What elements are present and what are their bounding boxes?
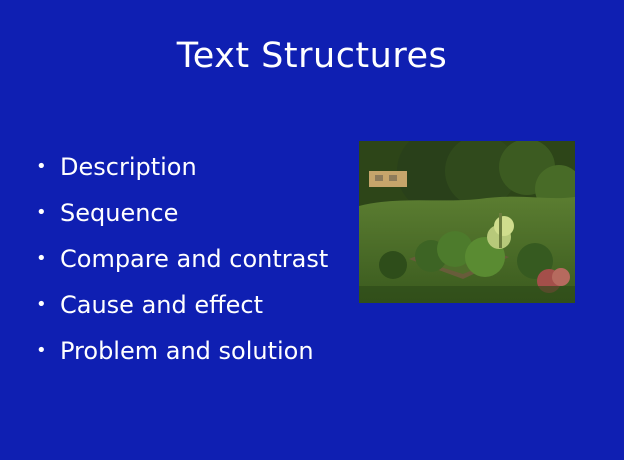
- bullet-item-cause-and-effect: • Cause and effect: [36, 282, 328, 328]
- bullet-label: Compare and contrast: [60, 245, 329, 273]
- bullet-label: Sequence: [60, 199, 179, 227]
- bullet-item-description: • Description: [36, 144, 328, 190]
- bullet-icon: •: [36, 156, 47, 177]
- slide-title: Text Structures: [176, 36, 448, 76]
- bullet-label: Cause and effect: [60, 291, 264, 319]
- bullet-icon: •: [36, 294, 47, 315]
- bullet-icon: •: [36, 202, 47, 223]
- garden-photo-image: [359, 141, 575, 303]
- bullet-item-problem-and-solution: • Problem and solution: [36, 328, 328, 374]
- bullet-icon: •: [36, 340, 47, 361]
- bullet-label: Description: [60, 153, 197, 181]
- bullet-list: • Description • Sequence • Compare and c…: [36, 144, 328, 374]
- garden-photo: [359, 141, 575, 303]
- bullet-label: Problem and solution: [60, 337, 314, 365]
- bullet-icon: •: [36, 248, 47, 269]
- bullet-item-compare-and-contrast: • Compare and contrast: [36, 236, 328, 282]
- bullet-item-sequence: • Sequence: [36, 190, 328, 236]
